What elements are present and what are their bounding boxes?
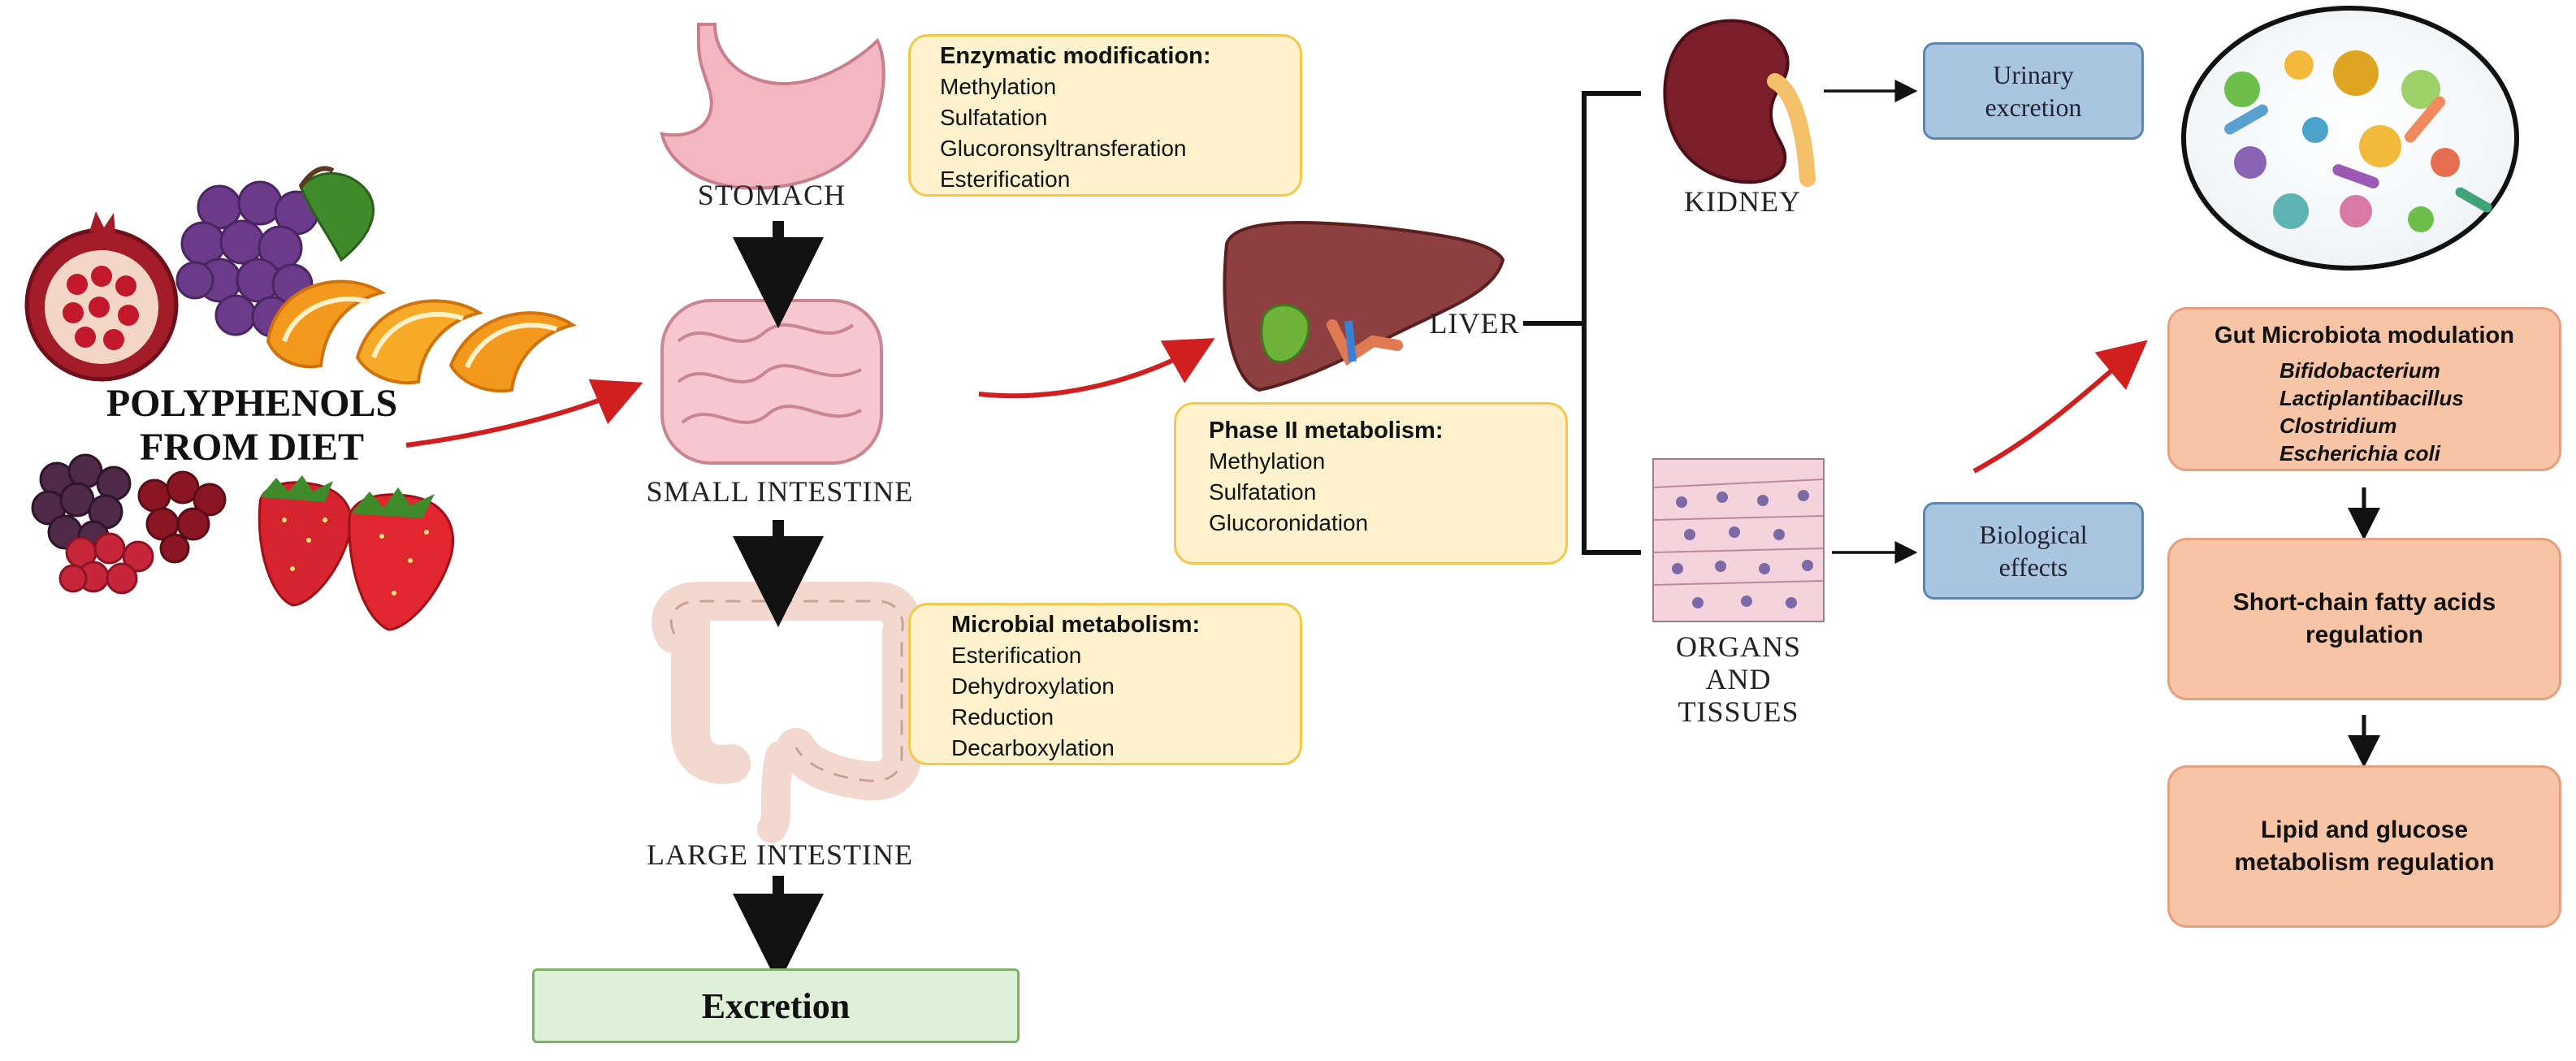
polyphenols-title-line2: FROM DIET [140, 426, 364, 469]
microbial-metabolism-box: Microbial metabolism: Esterification Deh… [908, 603, 1302, 765]
gut-microbiota-box: Gut Microbiota modulation Bifidobacteriu… [2167, 307, 2561, 471]
phase-ii-metabolism-box: Phase II metabolism: Methylation Sulfata… [1174, 402, 1568, 565]
liver-icon [1223, 221, 1505, 392]
microbial-title: Microbial metabolism: [951, 612, 1201, 638]
scfa-line1: Short-chain fatty acids [2232, 589, 2496, 616]
microbiota-increased-item: Bifidobacterium [2279, 358, 2440, 383]
lipid-glucose-box: Lipid and glucose metabolism regulation [2167, 765, 2561, 928]
red-berry-icon [137, 470, 227, 564]
biological-effects-box: Biological effects [1923, 502, 2144, 600]
enzymatic-item: Sulfatation [940, 105, 1048, 130]
arrow-biological-to-microbiota [1972, 340, 2148, 474]
fruits-illustration [24, 166, 577, 631]
liver-branch-bracket [1523, 91, 1641, 555]
urinary-line2: excretion [1985, 93, 2082, 122]
polyphenols-title: POLYPHENOLS FROM DIET [65, 382, 439, 470]
scfa-regulation-box: Short-chain fatty acids regulation [2167, 538, 2561, 700]
enzymatic-item: Glucoronsyltransferation [940, 136, 1187, 161]
large-intestine-icon [652, 582, 923, 843]
urinary-line1: Urinary [1993, 60, 2074, 89]
phase-ii-item: Sulfatation [1209, 479, 1317, 505]
blackberry-icon [31, 453, 132, 552]
microbiota-decreased-item: Clostridium [2279, 414, 2397, 438]
microbial-item: Decarboxylation [951, 735, 1115, 760]
microbial-item: Dehydroxylation [951, 673, 1115, 699]
scfa-line2: regulation [2305, 621, 2423, 648]
stomach-icon [660, 23, 885, 190]
phase-ii-item: Glucoronidation [1209, 510, 1369, 535]
phase-ii-title: Phase II metabolism: [1209, 418, 1444, 444]
polyphenols-title-line1: POLYPHENOLS [106, 382, 398, 425]
kidney-label: KIDNEY [1684, 185, 1801, 218]
liver-label: LIVER [1429, 307, 1520, 340]
microbial-item: Esterification [951, 643, 1082, 668]
arrow-small-intestine-to-liver [978, 338, 1215, 399]
raspberry-icon [58, 532, 154, 595]
microbiota-increased-item: Lactiplantibacillus [2279, 386, 2464, 410]
urinary-excretion-box: Urinary excretion [1923, 42, 2144, 140]
enzymatic-item: Esterification [940, 167, 1071, 192]
kidney-icon [1663, 19, 1816, 187]
biological-line2: effects [1998, 552, 2068, 582]
organs-tissues-line1: ORGANS [1675, 630, 1802, 663]
biological-line1: Biological [1979, 520, 2088, 549]
small-intestine-icon [660, 299, 883, 465]
grape-leaf-icon [299, 171, 374, 262]
organs-tissues-line3: TISSUES [1678, 695, 1799, 728]
microbial-item: Reduction [951, 704, 1054, 730]
microbiota-dish-icon [2181, 6, 2519, 271]
excretion-box: Excretion [532, 968, 1020, 1043]
strawberry-icon [258, 475, 455, 631]
gut-microbiota-title: Gut Microbiota modulation [2214, 323, 2514, 349]
lipid-line2: metabolism regulation [2234, 849, 2495, 876]
tissue-cells-icon [1652, 458, 1825, 622]
organs-tissues-label: ORGANS AND TISSUES [1641, 630, 1836, 728]
enzymatic-modification-box: Enzymatic modification: Methylation Sulf… [908, 34, 1302, 197]
stomach-label: STOMACH [697, 179, 846, 211]
arrow-diet-to-small-intestine [405, 379, 643, 448]
enzymatic-item: Methylation [940, 74, 1057, 99]
lipid-line1: Lipid and glucose [2260, 816, 2468, 843]
small-intestine-label: SMALL INTESTINE [646, 475, 914, 508]
organs-tissues-line2: AND [1705, 663, 1772, 695]
enzymatic-title: Enzymatic modification: [940, 43, 1211, 69]
large-intestine-label: LARGE INTESTINE [647, 838, 913, 871]
microbiota-decreased-item: Escherichia coli [2279, 441, 2440, 466]
phase-ii-item: Methylation [1209, 448, 1326, 474]
pomegranate-icon [24, 211, 179, 382]
orange-slices-icon [266, 279, 577, 393]
